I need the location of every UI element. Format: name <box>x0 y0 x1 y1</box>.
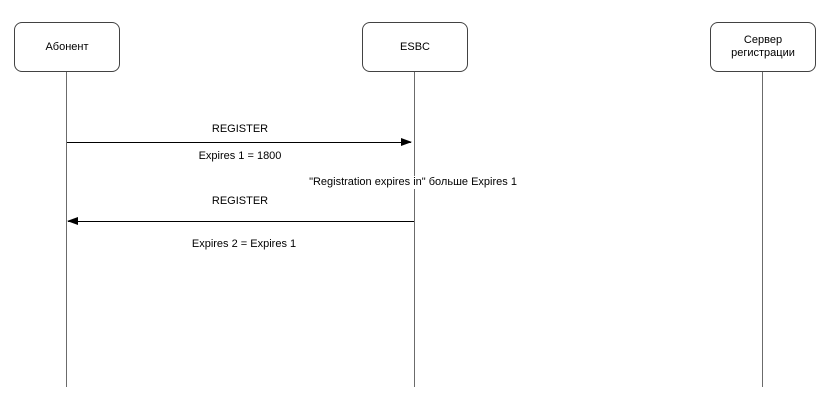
actor-esbc: ESBC <box>362 22 468 72</box>
message-2-label: REGISTER <box>211 195 269 208</box>
lifeline-abonent <box>66 72 67 387</box>
message-2-detail: Expires 2 = Expires 1 <box>191 238 297 251</box>
message-1-detail: Expires 1 = 1800 <box>198 150 282 163</box>
actor-abonent: Абонент <box>14 22 120 72</box>
message-2-arrow <box>67 217 414 225</box>
actor-registration-server: Сервер регистрации <box>710 22 816 72</box>
actor-registration-server-label: Сервер регистрации <box>731 34 795 59</box>
message-1-label: REGISTER <box>211 123 269 136</box>
lifeline-registration-server <box>762 72 763 387</box>
actor-abonent-label: Абонент <box>45 40 89 53</box>
actor-esbc-label: ESBC <box>400 40 430 53</box>
message-1-arrow <box>67 138 412 146</box>
lifeline-esbc <box>414 72 415 387</box>
note-registration-expires: "Registration expires in" больше Expires… <box>309 176 517 189</box>
